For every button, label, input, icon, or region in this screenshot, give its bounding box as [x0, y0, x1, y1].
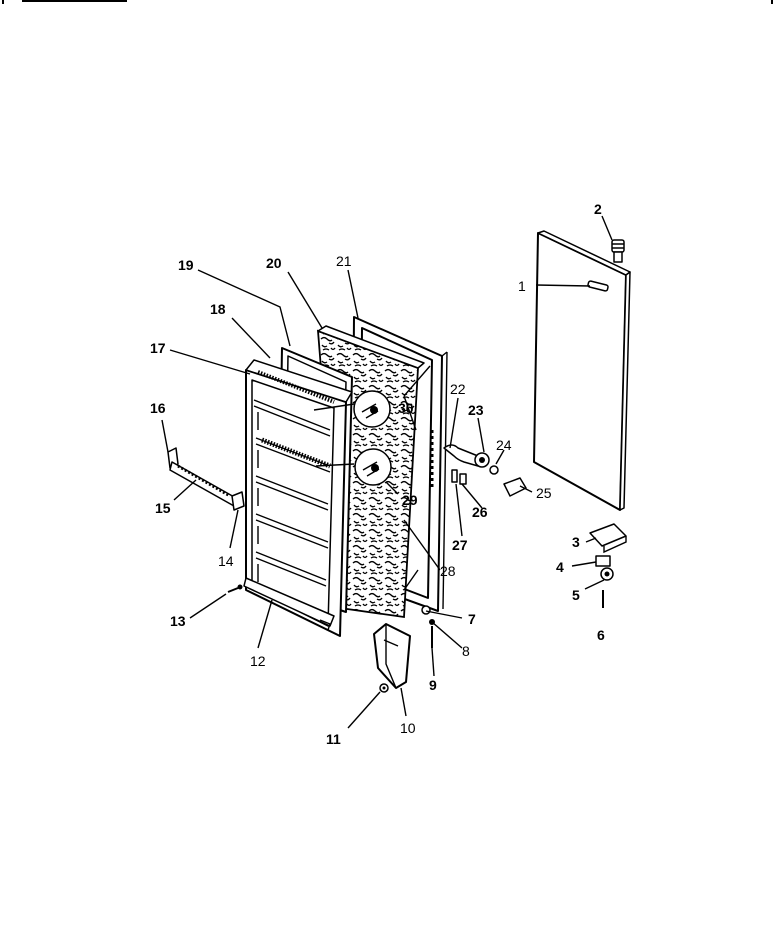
label-27: 27	[452, 537, 468, 553]
outer-door-panel	[533, 230, 631, 511]
label-8: 8	[462, 643, 470, 659]
leader-lines	[161, 215, 613, 729]
screw-13	[227, 584, 243, 593]
label-25: 25	[536, 485, 552, 501]
label-17: 17	[150, 340, 166, 356]
label-9: 9	[429, 677, 437, 693]
label-12: 12	[250, 653, 266, 669]
label-19: 19	[178, 257, 194, 273]
label-24: 24	[496, 437, 512, 453]
bottom-shelf-rail	[243, 577, 335, 631]
label-28: 28	[440, 563, 456, 579]
top-hinge-bushing	[611, 239, 625, 263]
label-10: 10	[400, 720, 416, 736]
label-2: 2	[594, 201, 602, 217]
label-1: 1	[518, 278, 526, 294]
label-6: 6	[597, 627, 605, 643]
label-13: 13	[170, 613, 186, 629]
label-15: 15	[155, 500, 171, 516]
door-stop-bar	[167, 447, 245, 511]
door-bracket	[373, 623, 411, 689]
label-22: 22	[450, 381, 466, 397]
label-5: 5	[572, 587, 580, 603]
door-handle-hardware	[430, 430, 527, 497]
label-26: 26	[472, 504, 488, 520]
hinge-detail-circles	[313, 390, 392, 486]
label-16: 16	[150, 400, 166, 416]
inner-door-shelf-panel	[245, 359, 353, 637]
label-30: 30	[398, 400, 414, 416]
label-20: 20	[266, 255, 282, 271]
label-11: 11	[326, 731, 341, 747]
label-29: 29	[402, 492, 418, 508]
label-21: 21	[336, 253, 352, 269]
label-4: 4	[556, 559, 564, 575]
label-14: 14	[218, 553, 234, 569]
label-18: 18	[210, 301, 226, 317]
label-7: 7	[468, 611, 476, 627]
part-number-labels: 1 2 3 4 5 6 7 8 9 10 11 12 13 14 15 16 1…	[150, 201, 605, 747]
bottom-hinge-assembly	[589, 523, 627, 608]
label-23: 23	[468, 402, 484, 418]
label-3: 3	[572, 534, 580, 550]
